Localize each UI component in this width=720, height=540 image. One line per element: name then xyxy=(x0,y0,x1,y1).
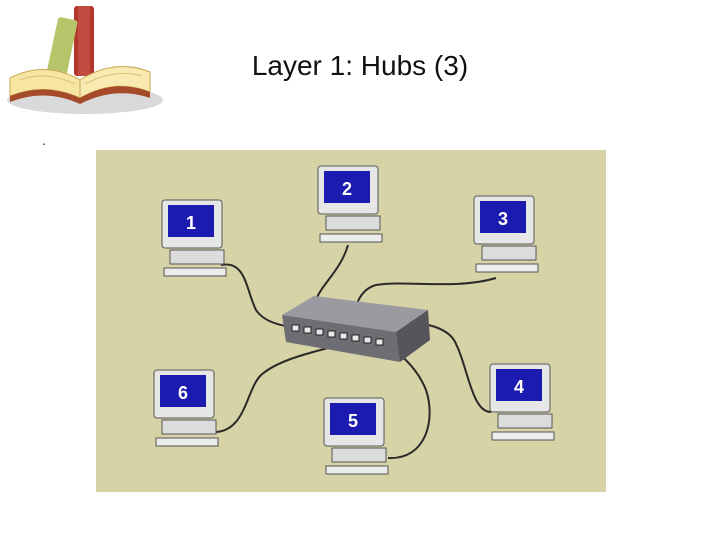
computer-label-4: 4 xyxy=(514,377,524,397)
computer-label-3: 3 xyxy=(498,209,508,229)
hub-network-diagram: 1 2 3 4 5 6 xyxy=(96,150,606,492)
open-book-icon xyxy=(7,6,163,114)
bullet-marker: . xyxy=(42,132,46,148)
slide-title: Layer 1: Hubs (3) xyxy=(251,50,469,81)
cable-6 xyxy=(215,347,329,433)
computer-label-6: 6 xyxy=(178,383,188,403)
computer-1: 1 xyxy=(161,199,227,277)
computer-5: 5 xyxy=(323,397,389,475)
computer-3: 3 xyxy=(473,195,539,273)
computer-6: 6 xyxy=(153,369,219,447)
computer-label-1: 1 xyxy=(186,213,196,233)
computer-label-5: 5 xyxy=(348,411,358,431)
computer-4: 4 xyxy=(489,363,555,441)
computer-2: 2 xyxy=(317,165,383,243)
hub-device xyxy=(282,296,430,362)
computer-label-2: 2 xyxy=(342,179,352,199)
